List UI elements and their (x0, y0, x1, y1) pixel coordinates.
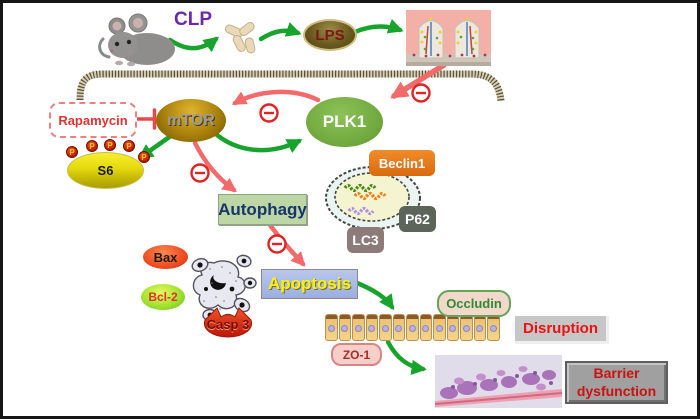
phosphate-badge: P (66, 146, 78, 158)
node-disruption: Disruption (515, 316, 609, 344)
phosphate-badge: P (86, 140, 98, 152)
node-zo1: ZO-1 (331, 343, 382, 366)
arrow-epithelium-to-plk1 (390, 62, 447, 99)
phosphate-badge: P (104, 139, 116, 151)
phosphate-badge: P (138, 151, 150, 163)
cell-nucleus (449, 325, 457, 333)
apoptotic-cells-image (186, 249, 258, 325)
minus-sign-icon (411, 83, 431, 103)
epithelial-cell (352, 314, 365, 341)
minus-sign-icon (190, 163, 210, 183)
histology-image (435, 355, 562, 408)
intestinal-epithelium-image (406, 10, 491, 66)
node-barrier-dysfunction: Barrier dysfunction (565, 361, 668, 404)
minus-sign-icon (259, 103, 279, 123)
arrow-mtor-to-plk1 (214, 132, 303, 153)
epithelial-cell (473, 314, 486, 341)
node-occludin: Occludin (437, 290, 511, 317)
cell-nucleus (422, 325, 430, 333)
node-apoptosis: Apoptosis (261, 269, 358, 299)
node-beclin1: Beclin1 (369, 150, 435, 176)
cell-nucleus (476, 325, 484, 333)
cell-nucleus (395, 325, 403, 333)
epithelial-cell (487, 314, 500, 341)
phosphate-badge: P (123, 140, 135, 152)
cell-nucleus (327, 325, 335, 333)
epithelial-cell (446, 314, 459, 341)
arrow-autophagy-to-apoptosis (267, 222, 306, 267)
epithelial-cell (460, 314, 473, 341)
cell-nucleus (462, 325, 470, 333)
node-lc3: LC3 (347, 227, 384, 253)
epithelial-cell (365, 314, 378, 341)
epithelial-cell (406, 314, 419, 341)
epithelial-cell (419, 314, 432, 341)
node-s6: S6 (67, 152, 144, 189)
cell-nucleus (408, 325, 416, 333)
casp3-label: Casp 3 (206, 317, 250, 332)
epithelial-cell (392, 314, 405, 341)
cell-nucleus (435, 325, 443, 333)
epithelial-cell (433, 314, 446, 341)
node-rapamycin: Rapamycin (49, 102, 137, 138)
arrow-lps-to-epithelium (352, 18, 404, 35)
epithelial-cell (379, 314, 392, 341)
epithelial-cell-row (325, 314, 517, 342)
arrow-apoptosis-to-cells (354, 280, 395, 311)
mouse-image (95, 11, 183, 67)
epithelial-cell (325, 314, 338, 341)
node-bax: Bax (143, 245, 188, 269)
cell-nucleus (354, 325, 362, 333)
node-mtor: mTOR (156, 99, 226, 142)
cell-nucleus (489, 325, 497, 333)
node-p62: P62 (399, 206, 436, 232)
rapamycin-inhibition-bar (132, 108, 157, 130)
cell-membrane-line (76, 70, 505, 102)
fecal-pellets-image (221, 21, 263, 61)
node-lps: LPS (303, 19, 357, 51)
cell-nucleus (341, 325, 349, 333)
node-casp3: Casp 3 (200, 305, 256, 339)
cell-nucleus (381, 325, 389, 333)
node-autophagy: Autophagy (218, 194, 307, 225)
node-plk1: PLK1 (306, 97, 383, 147)
node-bcl2: Bcl-2 (141, 284, 185, 310)
arrow-pellets-to-lps (258, 22, 302, 42)
arrow-cells-to-histology (385, 339, 427, 375)
arrow-mtor-to-autophagy (192, 140, 237, 193)
cell-nucleus (368, 325, 376, 333)
arrow-plk1-to-mtor (231, 89, 321, 106)
epithelial-cell (338, 314, 351, 341)
minus-sign-icon (267, 234, 287, 254)
clp-label: CLP (174, 9, 212, 30)
